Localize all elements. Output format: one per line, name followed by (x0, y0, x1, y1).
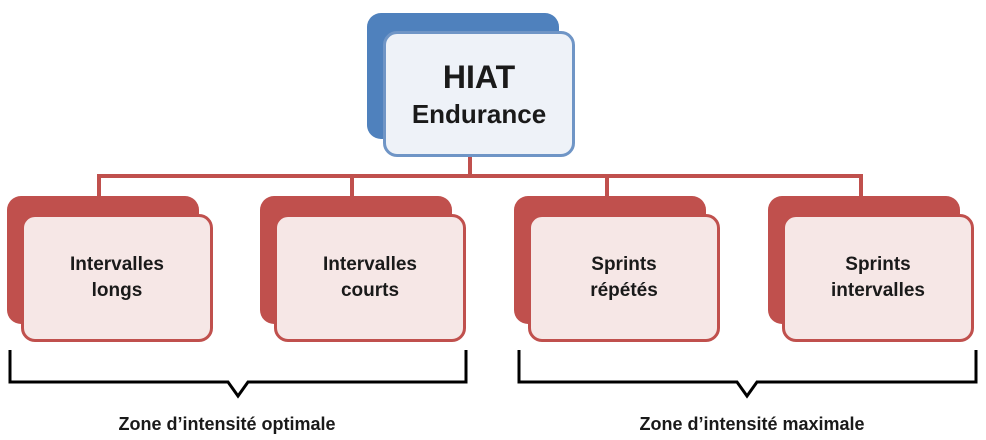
child-label-line1: Intervalles (70, 254, 164, 275)
child-label-line2: courts (340, 280, 400, 301)
connector-child-4 (859, 174, 863, 196)
bracket-maximale-path (517, 350, 978, 399)
child-node-box: Sprints répétés (528, 214, 720, 342)
child-node-sprints-intervalles: Sprints intervalles (768, 196, 976, 344)
root-node-box: HIAT Endurance (383, 31, 575, 157)
zone-label-optimale: Zone d’intensité optimale (118, 414, 336, 434)
child-label-line1: Intervalles (323, 254, 417, 275)
connector-horizontal (97, 174, 863, 178)
bracket-optimale-path (8, 350, 468, 399)
bracket-optimale (8, 350, 978, 399)
root-node: HIAT Endurance (367, 13, 577, 159)
child-node-box: Intervalles longs (21, 214, 213, 342)
child-node-box: Sprints intervalles (782, 214, 974, 342)
connector-child-3 (605, 174, 609, 196)
connector-child-2 (350, 174, 354, 196)
zone-label-maximale: Zone d’intensité maximale (639, 414, 865, 434)
root-subtitle: Endurance (411, 99, 547, 129)
connector-child-1 (97, 174, 101, 196)
child-label-line2: répétés (590, 280, 658, 301)
root-title: HIAT (442, 59, 516, 95)
child-label-line2: longs (91, 280, 143, 301)
child-node-box: Intervalles courts (274, 214, 466, 342)
child-node-intervalles-courts: Intervalles courts (260, 196, 468, 344)
child-node-intervalles-longs: Intervalles longs (7, 196, 215, 344)
child-label-line2: intervalles (831, 280, 925, 301)
child-node-sprints-repetes: Sprints répétés (514, 196, 722, 344)
child-label-line1: Sprints (845, 254, 911, 275)
connector-root-stem (468, 152, 472, 176)
child-label-line1: Sprints (591, 254, 657, 275)
